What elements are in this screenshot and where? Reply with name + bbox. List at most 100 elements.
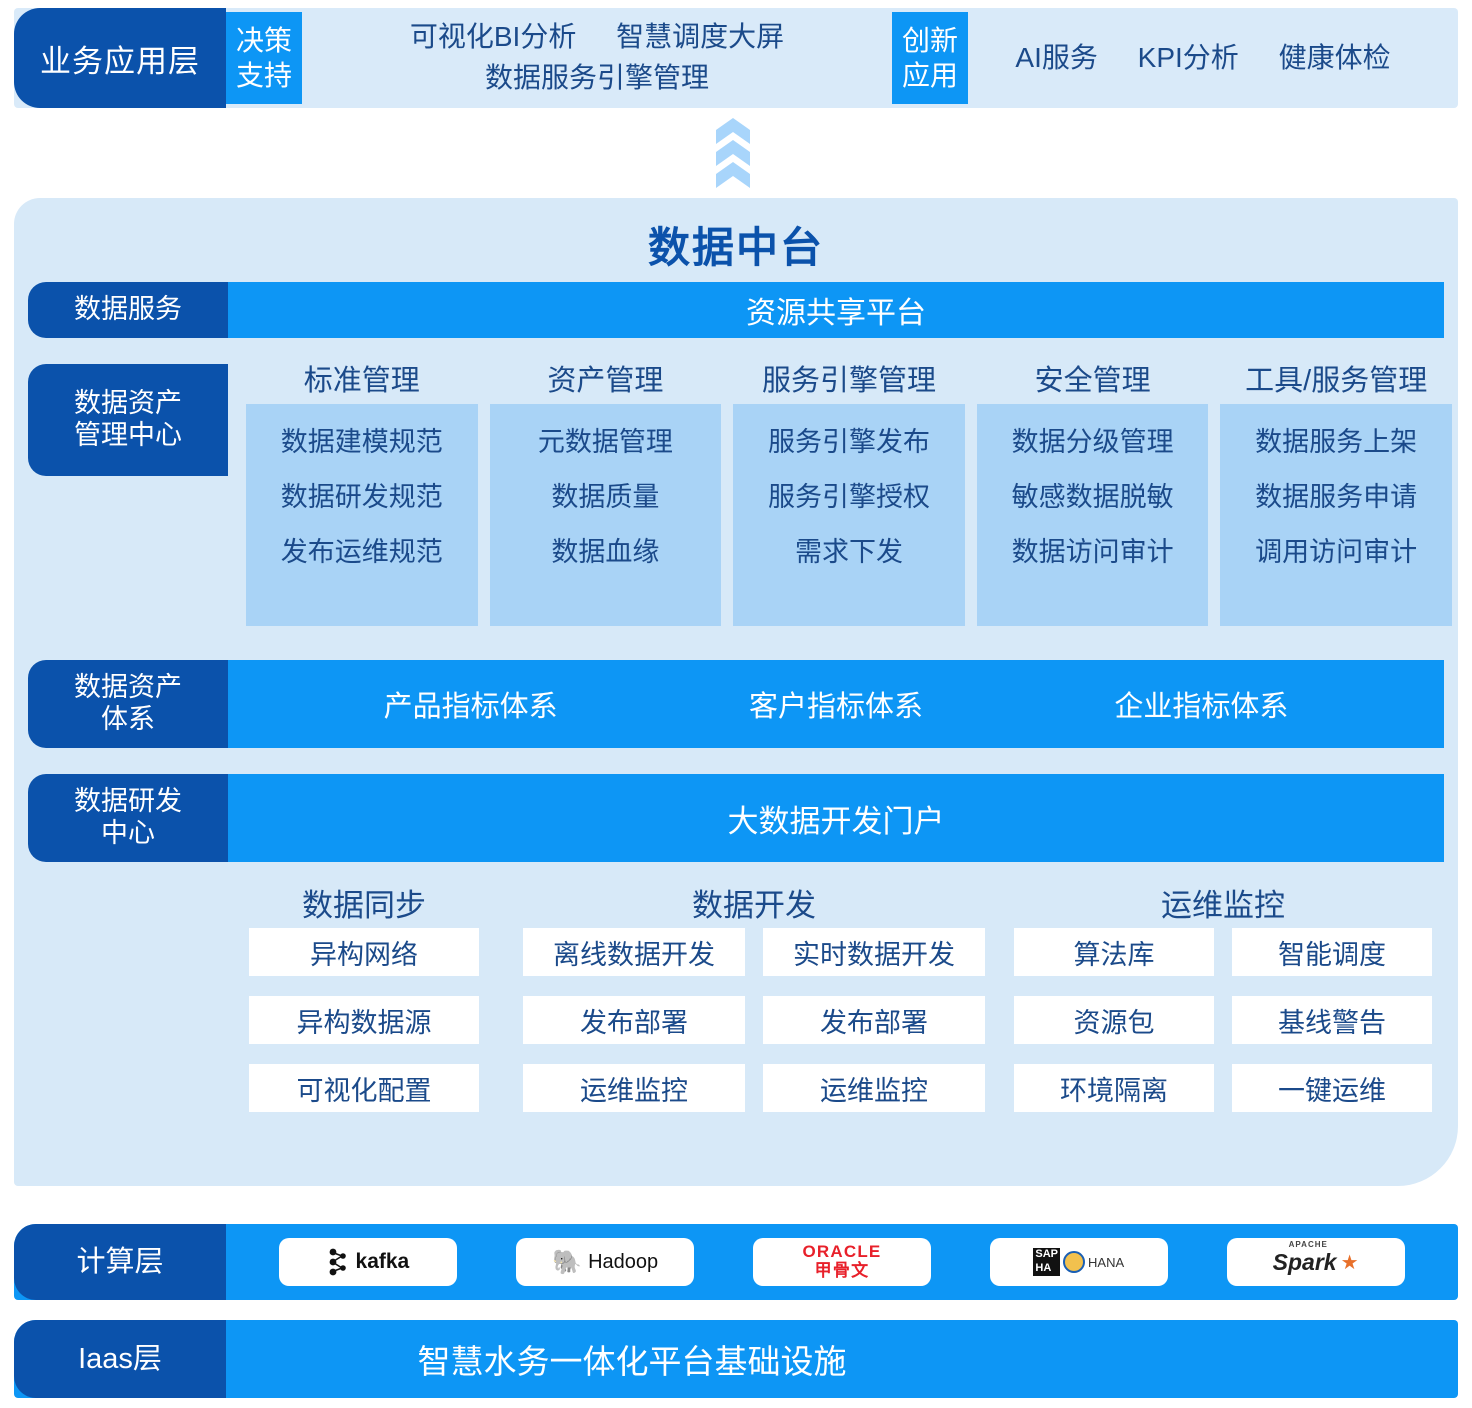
- asset-item[interactable]: 调用访问审计: [1255, 537, 1418, 567]
- asset-column-tool-service-mgmt: 工具/服务管理 数据服务上架 数据服务申请 调用访问审计: [1220, 356, 1452, 646]
- dev-group-title: 数据同步: [302, 887, 426, 923]
- oracle-wordmark-en: ORACLE: [802, 1242, 882, 1262]
- asset-column-box: 元数据管理 数据质量 数据血缘: [489, 404, 722, 626]
- asset-item[interactable]: 发布运维规范: [280, 537, 443, 567]
- star-icon: ★: [1340, 1251, 1359, 1274]
- app-health-check[interactable]: 健康体检: [1278, 41, 1391, 73]
- app-smart-dispatch-screen[interactable]: 智慧调度大屏: [616, 21, 785, 53]
- chevron-up-icon: [716, 162, 750, 188]
- sap-wordmark: SAP: [1033, 1248, 1061, 1262]
- asset-item[interactable]: 数据分级管理: [1011, 427, 1174, 457]
- dev-center-label-line1: 数据研发: [74, 786, 182, 817]
- asset-item[interactable]: 数据访问审计: [1011, 537, 1174, 567]
- asset-item[interactable]: 数据血缘: [551, 537, 660, 567]
- dev-group-columns: 算法库 资源包 环境隔离 智能调度 基线警告 一键运维: [1014, 928, 1432, 1112]
- data-asset-system-bar: 产品指标体系 客户指标体系 企业指标体系: [228, 660, 1444, 748]
- app-kpi-analysis[interactable]: KPI分析: [1137, 41, 1239, 73]
- dev-column: 智能调度 基线警告 一键运维: [1232, 928, 1432, 1112]
- decision-support-tag[interactable]: 决策 支持: [226, 12, 302, 104]
- data-asset-center-columns: 标准管理 数据建模规范 数据研发规范 发布运维规范 资产管理 元数据管理 数据质…: [246, 356, 1452, 646]
- decision-support-line2: 支持: [235, 60, 292, 91]
- dev-group-ops-monitoring: 运维监控 算法库 资源包 环境隔离 智能调度 基线警告 一键运维: [994, 876, 1452, 1166]
- kafka-logo[interactable]: kafka: [279, 1238, 458, 1286]
- dev-module-groups: 数据同步 异构网络 异构数据源 可视化配置 数据开发 离线数据开发 发布部署 运…: [214, 876, 1452, 1166]
- dev-chip[interactable]: 可视化配置: [249, 1064, 479, 1112]
- dev-chip[interactable]: 发布部署: [763, 996, 985, 1044]
- iaas-layer-label: Iaas层: [14, 1320, 226, 1398]
- big-data-dev-portal-bar[interactable]: 大数据开发门户: [228, 774, 1444, 862]
- asset-column-title: 安全管理: [1034, 365, 1151, 397]
- asset-column-service-engine-mgmt: 服务引擎管理 服务引擎发布 服务引擎授权 需求下发: [733, 356, 965, 646]
- asset-column-box: 数据服务上架 数据服务申请 调用访问审计: [1220, 404, 1452, 626]
- asset-item[interactable]: 数据服务上架: [1255, 427, 1418, 457]
- hana-wordmark: HANA: [1088, 1254, 1125, 1270]
- sap-hana-logo[interactable]: SAP HA HANA: [989, 1238, 1168, 1286]
- dev-column: 算法库 资源包 环境隔离: [1014, 928, 1214, 1112]
- asset-column-box: 服务引擎发布 服务引擎授权 需求下发: [733, 404, 965, 626]
- spark-wordmark: Spark: [1272, 1248, 1337, 1275]
- asset-center-label-line1: 数据资产: [74, 388, 182, 419]
- asset-system-label-line2: 体系: [101, 704, 155, 734]
- asset-item[interactable]: 需求下发: [794, 537, 903, 567]
- innovation-line2: 应用: [901, 60, 958, 91]
- index-system-product[interactable]: 产品指标体系: [383, 691, 558, 723]
- index-system-customer[interactable]: 客户指标体系: [748, 691, 923, 723]
- elephant-icon: 🐘: [552, 1248, 583, 1276]
- data-middle-platform: 数据中台 数据服务 资源共享平台 数据资产 管理中心 标准管理 数据建模规范 数…: [14, 198, 1458, 1186]
- dev-chip[interactable]: 智能调度: [1232, 928, 1432, 976]
- asset-item[interactable]: 数据建模规范: [280, 427, 443, 457]
- asset-column-title: 标准管理: [303, 365, 420, 397]
- data-asset-system-row: 数据资产 体系 产品指标体系 客户指标体系 企业指标体系: [28, 660, 1444, 748]
- compute-layer-logos: kafka 🐘 Hadoop ORACLE 甲骨文 SAP HA: [226, 1224, 1458, 1300]
- asset-item[interactable]: 元数据管理: [537, 427, 673, 457]
- asset-item[interactable]: 数据服务申请: [1255, 482, 1418, 512]
- dev-chip[interactable]: 异构数据源: [249, 996, 479, 1044]
- innovation-application-tag[interactable]: 创新 应用: [892, 12, 968, 104]
- compute-layer-label: 计算层: [14, 1224, 226, 1300]
- innovation-apps-row1: AI服务 KPI分析 健康体检: [999, 38, 1406, 79]
- dev-center-label-line2: 中心: [101, 818, 155, 848]
- data-dev-center-row: 数据研发 中心 大数据开发门户: [28, 774, 1444, 862]
- decision-apps-row1: 可视化BI分析 智慧调度大屏: [394, 17, 800, 58]
- dev-column: 实时数据开发 发布部署 运维监控: [763, 928, 985, 1112]
- asset-item[interactable]: 数据质量: [551, 482, 660, 512]
- chevron-up-stack-icon: [716, 118, 750, 190]
- hadoop-logo[interactable]: 🐘 Hadoop: [516, 1238, 695, 1286]
- dev-group-columns: 离线数据开发 发布部署 运维监控 实时数据开发 发布部署 运维监控: [523, 928, 985, 1112]
- compute-layer: 计算层 kafka 🐘 Hadoop ORACLE: [14, 1224, 1458, 1300]
- asset-item[interactable]: 数据研发规范: [280, 482, 443, 512]
- dev-chip[interactable]: 环境隔离: [1014, 1064, 1214, 1112]
- dev-group-data-sync: 数据同步 异构网络 异构数据源 可视化配置: [214, 876, 514, 1166]
- business-application-layer: 业务应用层 决策 支持 可视化BI分析 智慧调度大屏 数据服务引擎管理 创新 应…: [14, 8, 1458, 108]
- dev-chip[interactable]: 运维监控: [523, 1064, 745, 1112]
- oracle-logo[interactable]: ORACLE 甲骨文: [752, 1238, 931, 1286]
- dev-chip[interactable]: 运维监控: [763, 1064, 985, 1112]
- platform-title: 数据中台: [647, 224, 824, 271]
- dev-chip[interactable]: 资源包: [1014, 996, 1214, 1044]
- dev-chip[interactable]: 实时数据开发: [763, 928, 985, 976]
- magnifier-icon: [1063, 1251, 1086, 1273]
- iaas-layer: Iaas层 智慧水务一体化平台基础设施: [14, 1320, 1458, 1398]
- resource-sharing-platform-bar[interactable]: 资源共享平台: [228, 282, 1444, 338]
- dev-chip[interactable]: 离线数据开发: [523, 928, 745, 976]
- dev-group-data-development: 数据开发 离线数据开发 发布部署 运维监控 实时数据开发 发布部署 运维监控: [514, 876, 994, 1166]
- index-system-enterprise[interactable]: 企业指标体系: [1114, 691, 1289, 723]
- dev-chip[interactable]: 异构网络: [249, 928, 479, 976]
- app-ai-service[interactable]: AI服务: [1015, 41, 1098, 73]
- asset-item[interactable]: 服务引擎授权: [767, 482, 930, 512]
- dev-chip[interactable]: 一键运维: [1232, 1064, 1432, 1112]
- asset-column-standard-mgmt: 标准管理 数据建模规范 数据研发规范 发布运维规范: [246, 356, 478, 646]
- dev-column: 异构网络 异构数据源 可视化配置: [249, 928, 479, 1112]
- dev-group-title: 运维监控: [1161, 887, 1285, 923]
- app-bi-analysis[interactable]: 可视化BI分析: [409, 21, 577, 53]
- asset-column-security-mgmt: 安全管理 数据分级管理 敏感数据脱敏 数据访问审计: [976, 356, 1209, 646]
- dev-chip[interactable]: 算法库: [1014, 928, 1214, 976]
- asset-item[interactable]: 敏感数据脱敏: [1011, 482, 1174, 512]
- app-data-service-engine-mgmt[interactable]: 数据服务引擎管理: [484, 62, 709, 93]
- dev-chip[interactable]: 基线警告: [1232, 996, 1432, 1044]
- asset-item[interactable]: 服务引擎发布: [767, 427, 930, 457]
- apache-wordmark: APACHE: [1288, 1239, 1328, 1249]
- spark-logo[interactable]: APACHE Spark ★: [1226, 1238, 1405, 1286]
- hadoop-wordmark: Hadoop: [588, 1250, 659, 1273]
- dev-chip[interactable]: 发布部署: [523, 996, 745, 1044]
